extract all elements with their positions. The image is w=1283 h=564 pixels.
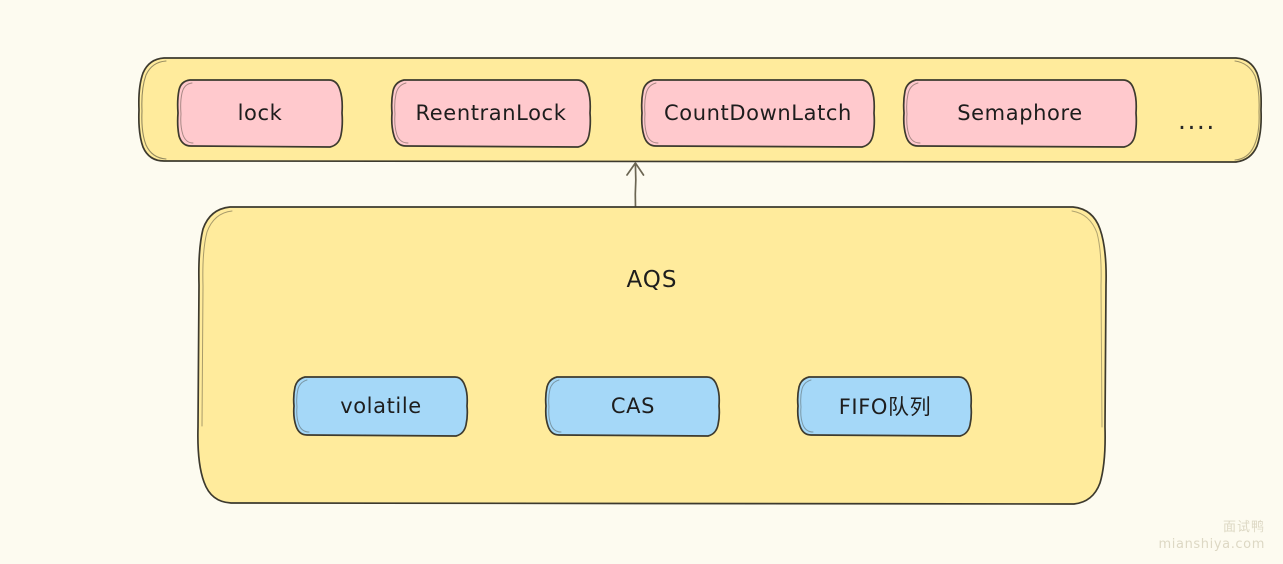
node-reentranlock[interactable]: ReentranLock: [390, 78, 592, 148]
node-cas-outline: [544, 376, 721, 437]
more-implementations-ellipsis: ....: [1178, 106, 1216, 135]
node-reentranlock-outline: [390, 79, 592, 148]
node-countdownlatch[interactable]: CountDownLatch: [640, 78, 876, 148]
aqs-group-title: AQS: [626, 267, 678, 293]
node-cas[interactable]: CAS: [544, 375, 722, 437]
node-lock-outline: [176, 79, 344, 148]
node-fifo-queue-outline: [796, 376, 973, 437]
node-countdownlatch-outline: [640, 79, 876, 148]
aqs-implementations-group[interactable]: lock ReentranLock CountDownLatch Semap: [136, 56, 1264, 164]
node-lock[interactable]: lock: [176, 78, 344, 148]
node-semaphore[interactable]: Semaphore: [902, 78, 1138, 148]
watermark-en: mianshiya.com: [1158, 537, 1265, 553]
node-fifo-queue[interactable]: FIFO队列: [796, 375, 974, 437]
watermark: 面试鸭 mianshiya.com: [1159, 519, 1265, 554]
node-semaphore-outline: [902, 79, 1138, 148]
aqs-group[interactable]: volatile CAS FIFO队列: [196, 205, 1108, 506]
aqs-to-implementations-arrow: [626, 162, 645, 209]
node-volatile-outline: [292, 376, 469, 437]
node-volatile[interactable]: volatile: [292, 375, 470, 437]
watermark-cn: 面试鸭: [1222, 519, 1265, 535]
aqs-group-outline: [197, 206, 1107, 505]
